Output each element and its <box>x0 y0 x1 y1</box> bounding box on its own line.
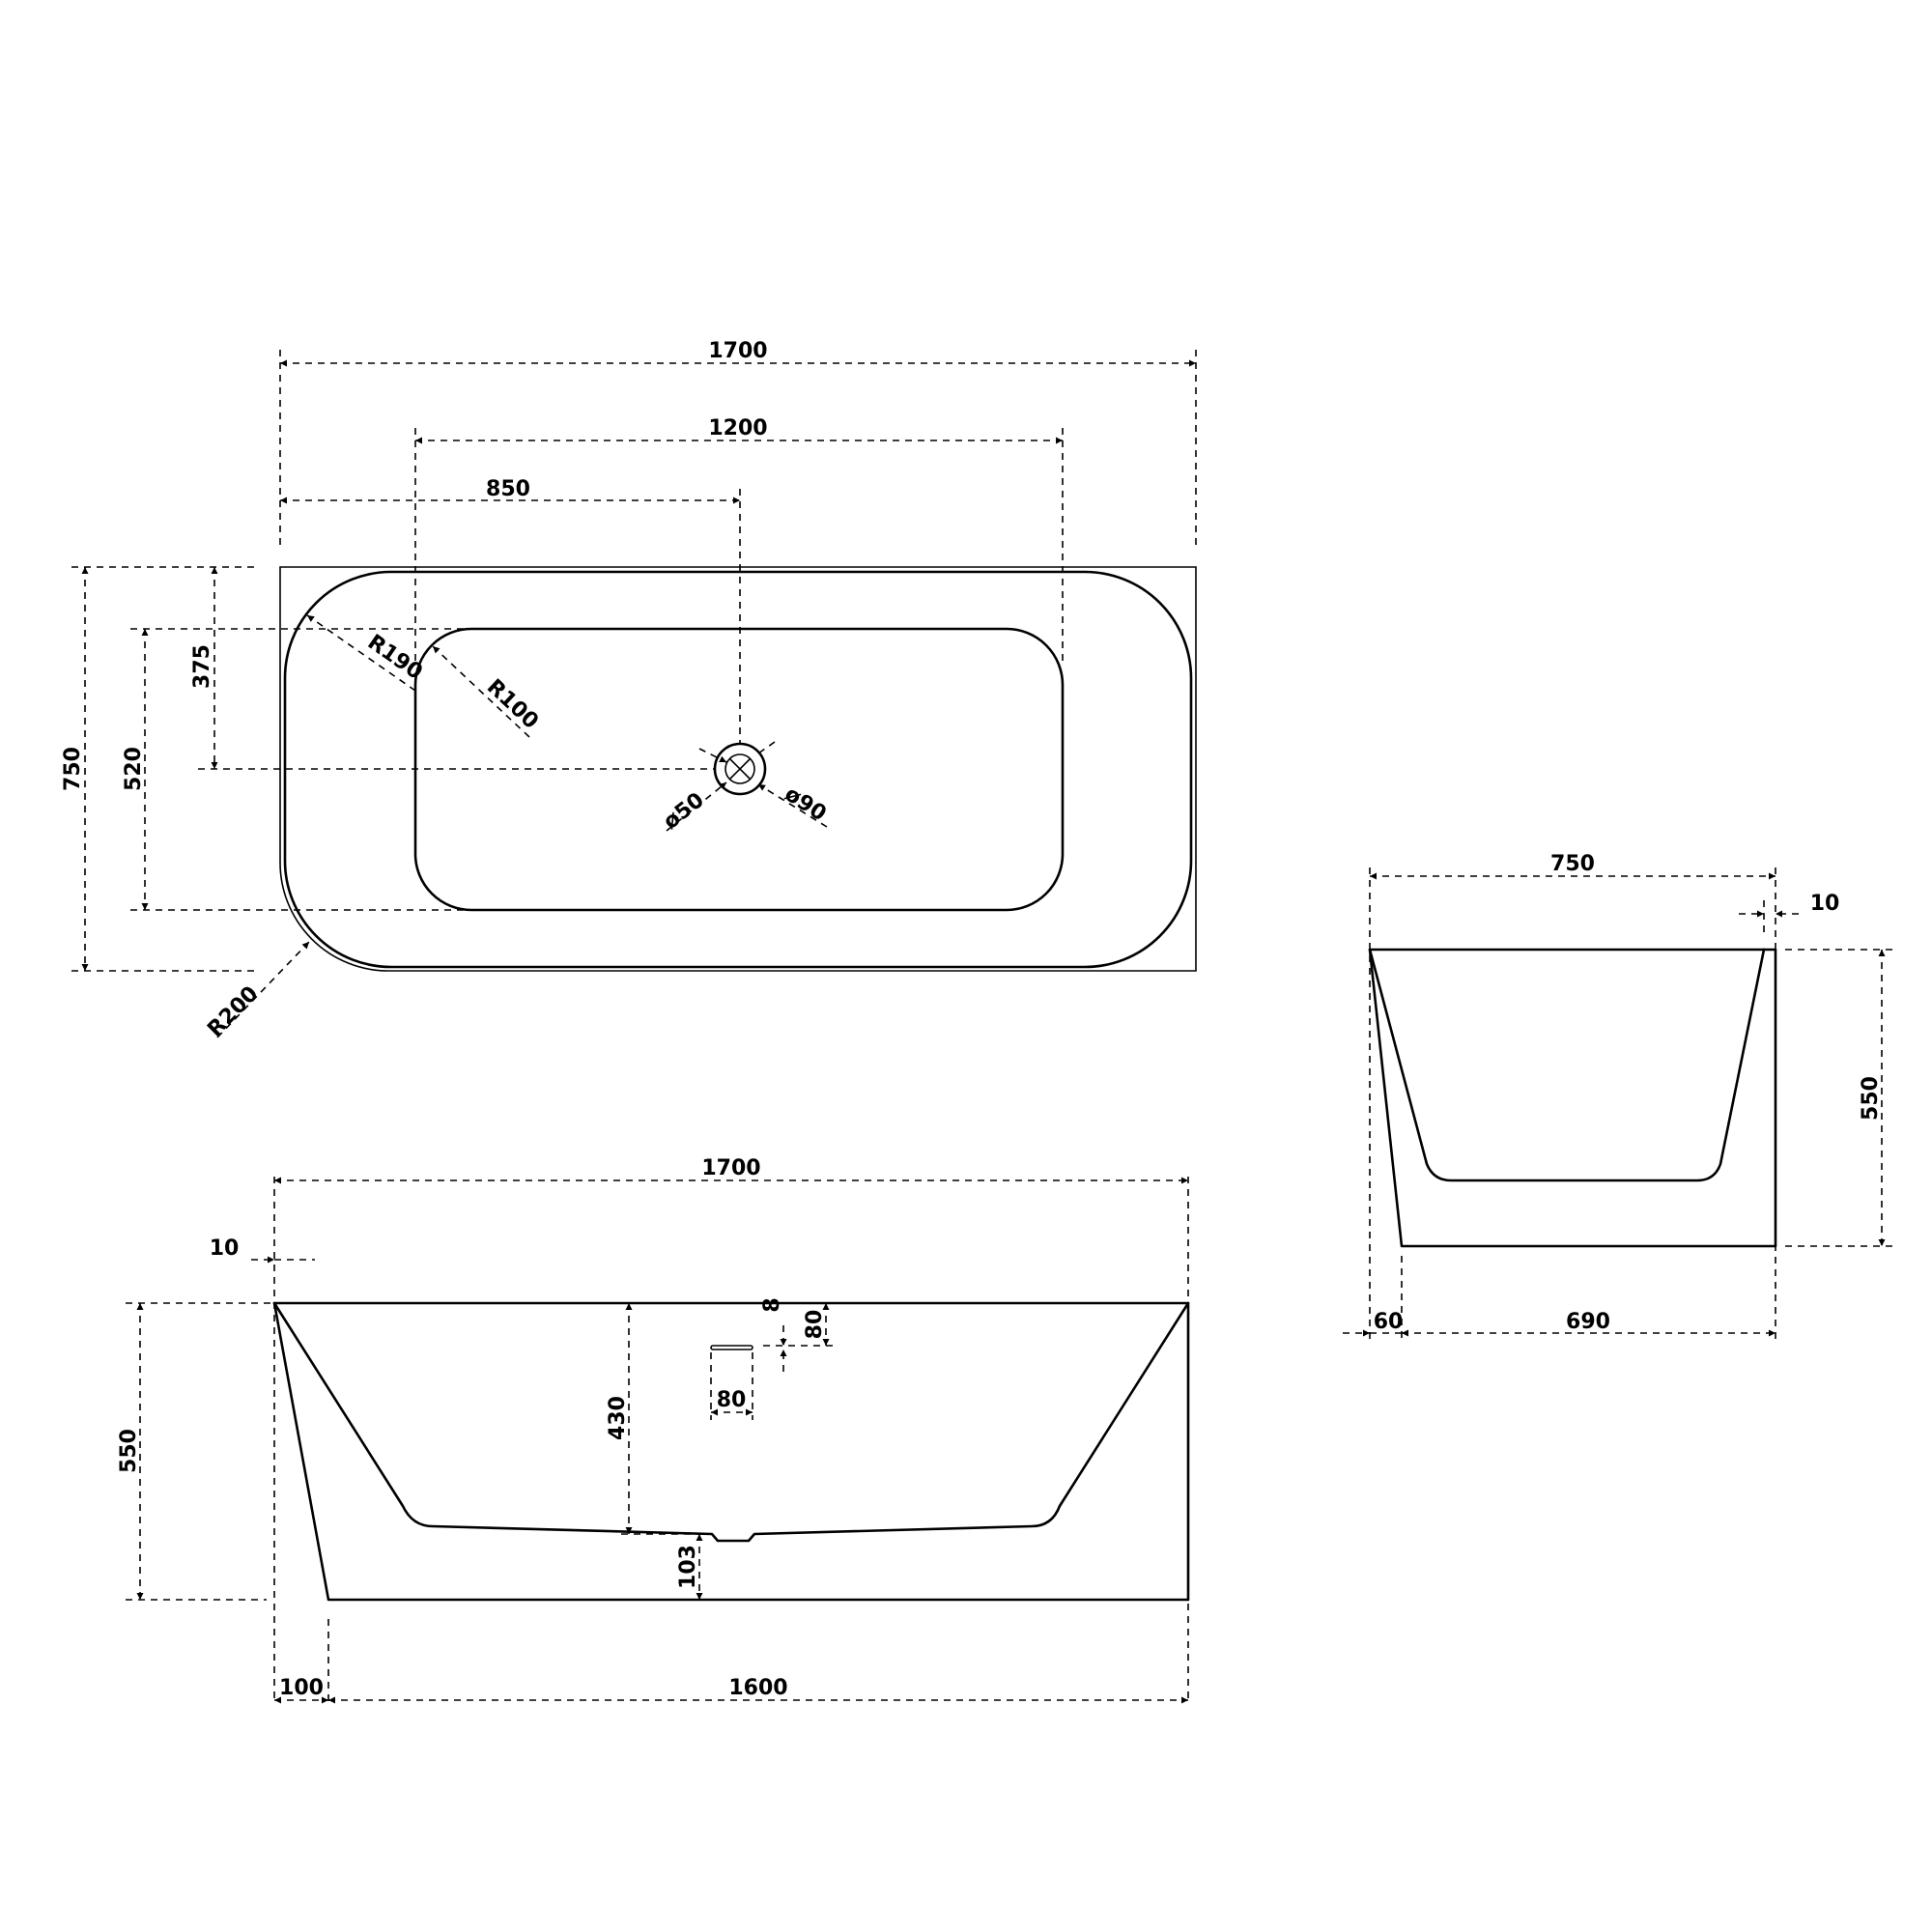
dim-text-drain-offset-y: 375 <box>190 644 214 689</box>
dim-text-front-rim-offset: 10 <box>210 1236 240 1261</box>
radius-leader-r200 <box>216 941 310 1038</box>
dim-text-plan-width: 750 <box>61 747 85 791</box>
drain-leader-90-top <box>757 741 776 754</box>
dim-text-overflow-width: 80 <box>717 1388 747 1412</box>
drain-leader-90 <box>757 783 828 828</box>
overflow-slot <box>710 1345 753 1350</box>
dim-text-side-base-width: 690 <box>1566 1310 1610 1334</box>
dim-text-drain-90: ø90 <box>781 782 831 827</box>
side-view: 750 10 550 60 690 <box>1343 852 1893 1343</box>
dim-text-drain-offset-x: 850 <box>486 477 530 501</box>
drain-cross <box>729 758 751 780</box>
dim-text-r100: R100 <box>482 675 543 734</box>
dim-text-side-base-offset: 60 <box>1374 1310 1404 1334</box>
dim-text-side-width: 750 <box>1550 852 1595 876</box>
dim-text-overflow-offset: 8 <box>760 1297 784 1312</box>
plan-rim-outline <box>283 570 1193 969</box>
front-basin-profile <box>272 1301 1190 1543</box>
front-view: 1700 10 550 430 103 8 80 80 100 1600 <box>117 1156 1190 1704</box>
dim-text-base-offset: 100 <box>279 1676 324 1700</box>
dim-text-plan-length: 1700 <box>708 339 767 363</box>
dim-text-r190: R190 <box>363 630 427 685</box>
dim-text-front-depth: 430 <box>606 1396 630 1440</box>
dim-text-side-rim-offset: 10 <box>1810 892 1840 916</box>
dim-text-plan-inner-length: 1200 <box>708 416 767 440</box>
drain-inner-circle <box>724 753 755 784</box>
side-outer-shell <box>1368 948 1777 1248</box>
front-outer-shell <box>272 1301 1190 1602</box>
dim-text-front-height: 550 <box>117 1429 141 1473</box>
dim-text-base-thickness: 103 <box>676 1545 700 1589</box>
drain-leader-50 <box>666 781 727 832</box>
dim-text-overflow-top: 80 <box>803 1310 827 1340</box>
radius-leader-r100 <box>432 645 530 738</box>
dim-text-base-length: 1600 <box>728 1676 787 1700</box>
side-basin-profile <box>1368 948 1766 1182</box>
plan-outer-frame <box>279 566 1197 972</box>
dim-text-front-length: 1700 <box>701 1156 760 1180</box>
dim-text-side-height: 550 <box>1859 1076 1883 1121</box>
dim-text-drain-50: ø50 <box>659 788 708 835</box>
drain-leader-50-top <box>698 748 727 763</box>
plan-view: 1700 1200 850 750 520 375 R190 R100 R200… <box>61 339 1197 1041</box>
dim-text-r200: R200 <box>203 981 263 1041</box>
dim-text-plan-inner-width: 520 <box>122 747 146 791</box>
radius-leader-r190 <box>306 614 416 692</box>
